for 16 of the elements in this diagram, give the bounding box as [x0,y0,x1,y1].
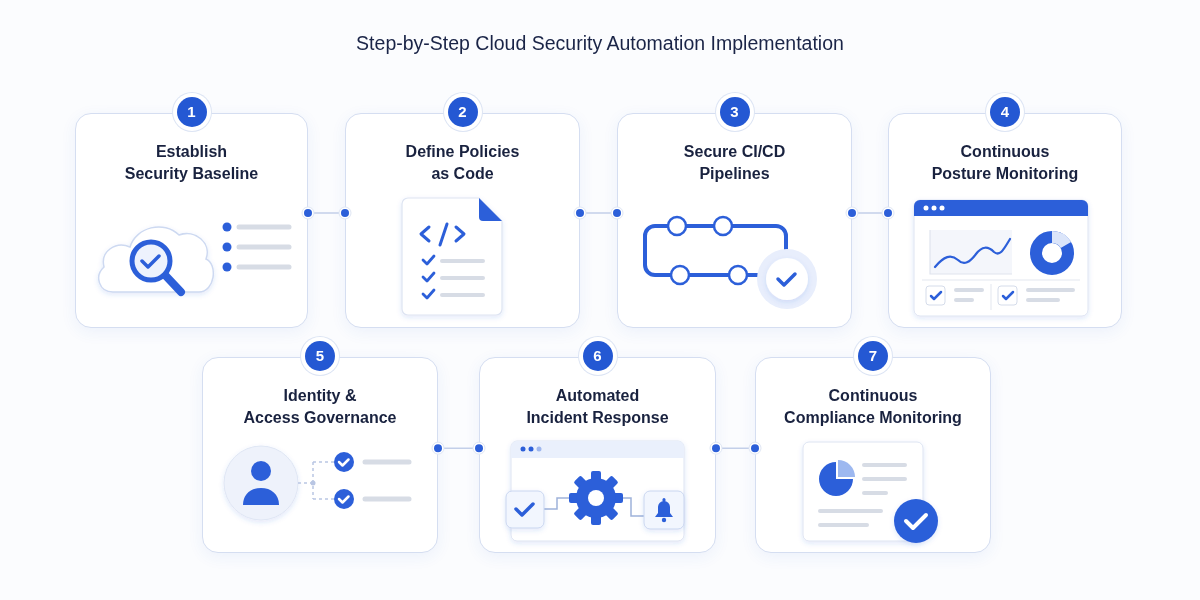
connector-line [573,206,624,220]
step-title: Secure CI/CD Pipelines [682,142,787,184]
connector-line [709,441,762,455]
step-number-badge: 2 [447,97,478,127]
step-title: Identity & Access Governance [242,386,398,428]
step-title: Define Policies as Code [404,142,521,184]
diagram-title: Step-by-Step Cloud Security Automation Implementation [356,31,844,55]
connector-line [845,206,895,220]
step-number-badge: 4 [990,97,1020,127]
connector-line [301,206,352,220]
step-title: Automated Incident Response [525,386,670,428]
step-title: Establish Security Baseline [123,142,260,184]
step-title: Continuous Compliance Monitoring [783,386,963,428]
connector-line [431,441,486,455]
step-title: Continuous Posture Monitoring [930,142,1080,184]
step-number-badge: 3 [719,97,750,127]
